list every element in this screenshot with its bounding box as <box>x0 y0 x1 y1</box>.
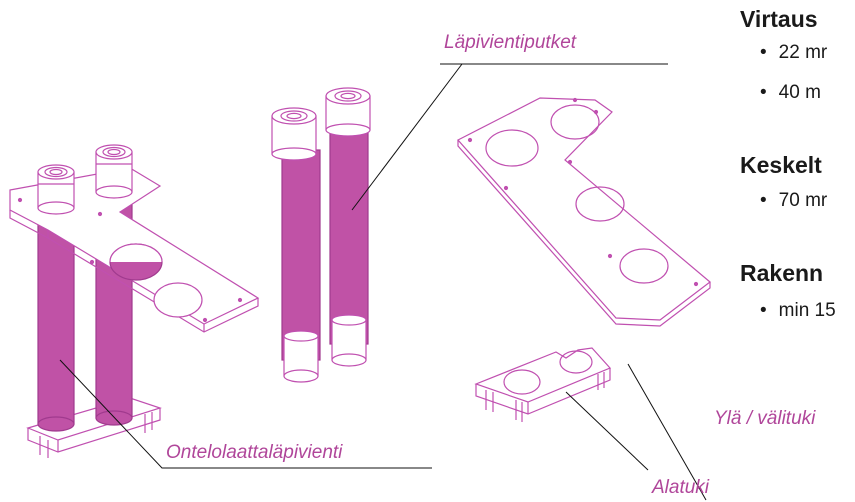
spec-item: min 15 <box>760 300 836 322</box>
alatuki-support <box>474 347 612 422</box>
ontelolaatta-assembly <box>9 144 260 458</box>
pipe-left-a <box>37 211 75 432</box>
spec-item: 22 mr <box>760 42 828 64</box>
spec-heading-rakenn: Rakenn <box>740 260 824 286</box>
label-alatuki: Alatuki <box>652 477 710 498</box>
spec-heading-virtaus: Virtaus <box>740 6 818 32</box>
label-lapivientiputket: Läpivientiputket <box>444 32 577 53</box>
label-yla-valituki: Ylä / välituki <box>714 408 816 429</box>
yla-valituki-plate <box>457 97 711 327</box>
spec-item: 40 m <box>760 82 821 104</box>
leader-lines <box>59 63 707 501</box>
lapivientiputket-pipes <box>271 87 371 383</box>
spec-item: 70 mr <box>760 190 828 212</box>
spec-heading-keskelt: Keskelt <box>740 152 822 178</box>
collar-left-b <box>95 144 133 199</box>
label-ontelolaatta: Ontelolaattaläpivienti <box>166 442 343 463</box>
collar-left-a <box>37 164 75 215</box>
pipe-center-a <box>271 107 321 383</box>
pipe-center-b <box>325 87 371 367</box>
